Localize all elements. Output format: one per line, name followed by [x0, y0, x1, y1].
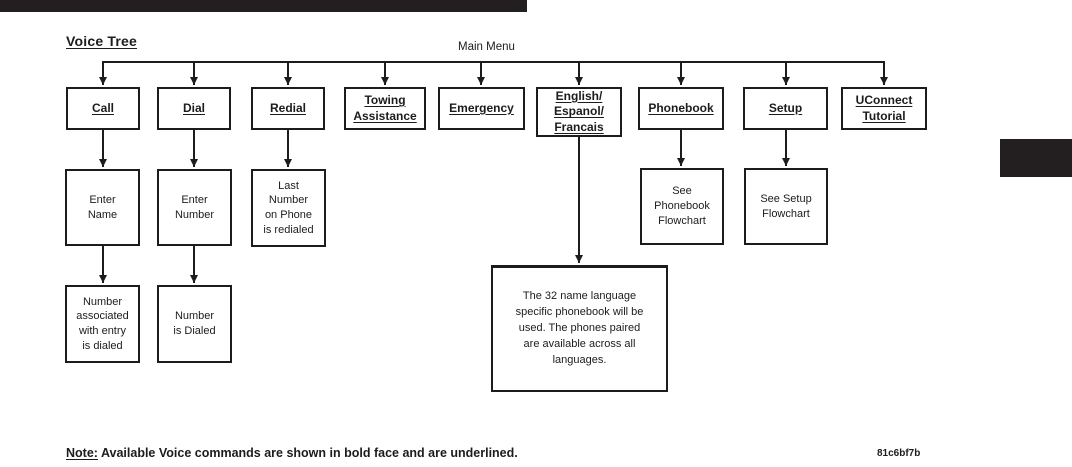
- top-black-bar: [0, 0, 527, 12]
- node-command-uconnect-tutorial: UConnect Tutorial: [841, 87, 927, 130]
- node-number-is-dialed: Number is Dialed: [157, 285, 232, 363]
- node-command-phonebook: Phonebook: [638, 87, 724, 130]
- node-command-language: English/ Espanol/ Francais: [536, 87, 622, 137]
- node-language-info: The 32 name language specific phonebook …: [491, 265, 668, 392]
- node-command-towing-assistance: Towing Assistance: [344, 87, 426, 130]
- figure-code: 81c6bf7b: [877, 448, 921, 459]
- page-title: Voice Tree: [66, 33, 138, 49]
- right-edge-black-tab: [1000, 139, 1072, 177]
- node-last-number-redialed: Last Number on Phone is redialed: [251, 169, 326, 247]
- footnote: Note: Available Voice commands are shown…: [66, 446, 518, 460]
- node-number-associated-dialed: Number associated with entry is dialed: [65, 285, 140, 363]
- node-command-emergency: Emergency: [438, 87, 525, 130]
- node-command-dial: Dial: [157, 87, 231, 130]
- node-enter-number: Enter Number: [157, 169, 232, 246]
- footnote-text: Available Voice commands are shown in bo…: [97, 446, 518, 460]
- node-see-phonebook-flowchart: See Phonebook Flowchart: [640, 168, 724, 245]
- node-enter-name: Enter Name: [65, 169, 140, 246]
- node-command-redial: Redial: [251, 87, 325, 130]
- node-see-setup-flowchart: See Setup Flowchart: [744, 168, 828, 245]
- main-menu-label: Main Menu: [458, 41, 515, 53]
- footnote-prefix: Note:: [66, 446, 98, 460]
- node-command-setup: Setup: [743, 87, 828, 130]
- node-command-call: Call: [66, 87, 140, 130]
